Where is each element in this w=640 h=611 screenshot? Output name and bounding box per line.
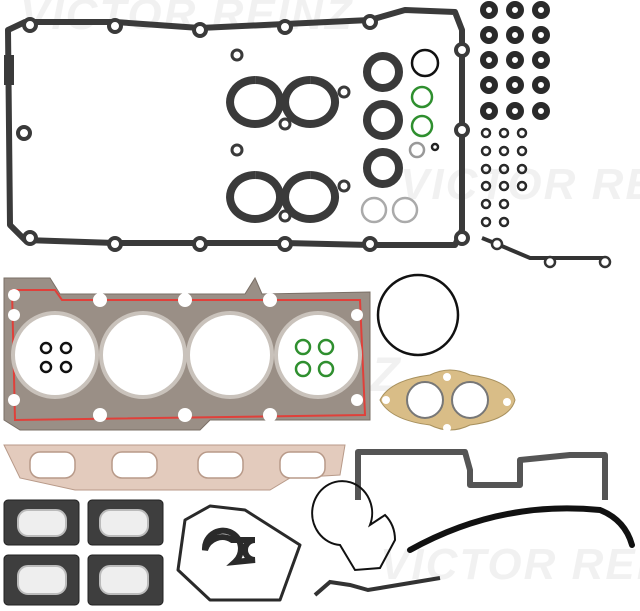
large-o-ring bbox=[376, 273, 460, 357]
valve-stem-seals-small bbox=[480, 127, 528, 228]
cylinder-head-gasket bbox=[3, 276, 371, 431]
valve-stem-seals-large bbox=[480, 1, 550, 120]
timing-cover-gasket bbox=[176, 504, 302, 602]
timing-strip-gasket bbox=[313, 576, 441, 597]
shaft-seals bbox=[363, 52, 403, 188]
rubber-profile-gasket bbox=[355, 449, 608, 500]
profile-seal bbox=[311, 480, 397, 572]
water-pump-gasket bbox=[201, 527, 256, 566]
intake-manifold-gasket bbox=[3, 444, 346, 491]
exhaust-flange-gasket bbox=[379, 369, 516, 432]
small-o-rings bbox=[360, 48, 440, 224]
spark-plug-seals bbox=[226, 76, 339, 223]
rubber-strip-seal bbox=[407, 505, 635, 553]
valve-cover-gasket bbox=[4, 7, 470, 252]
rubber-strip-gasket bbox=[481, 236, 605, 260]
